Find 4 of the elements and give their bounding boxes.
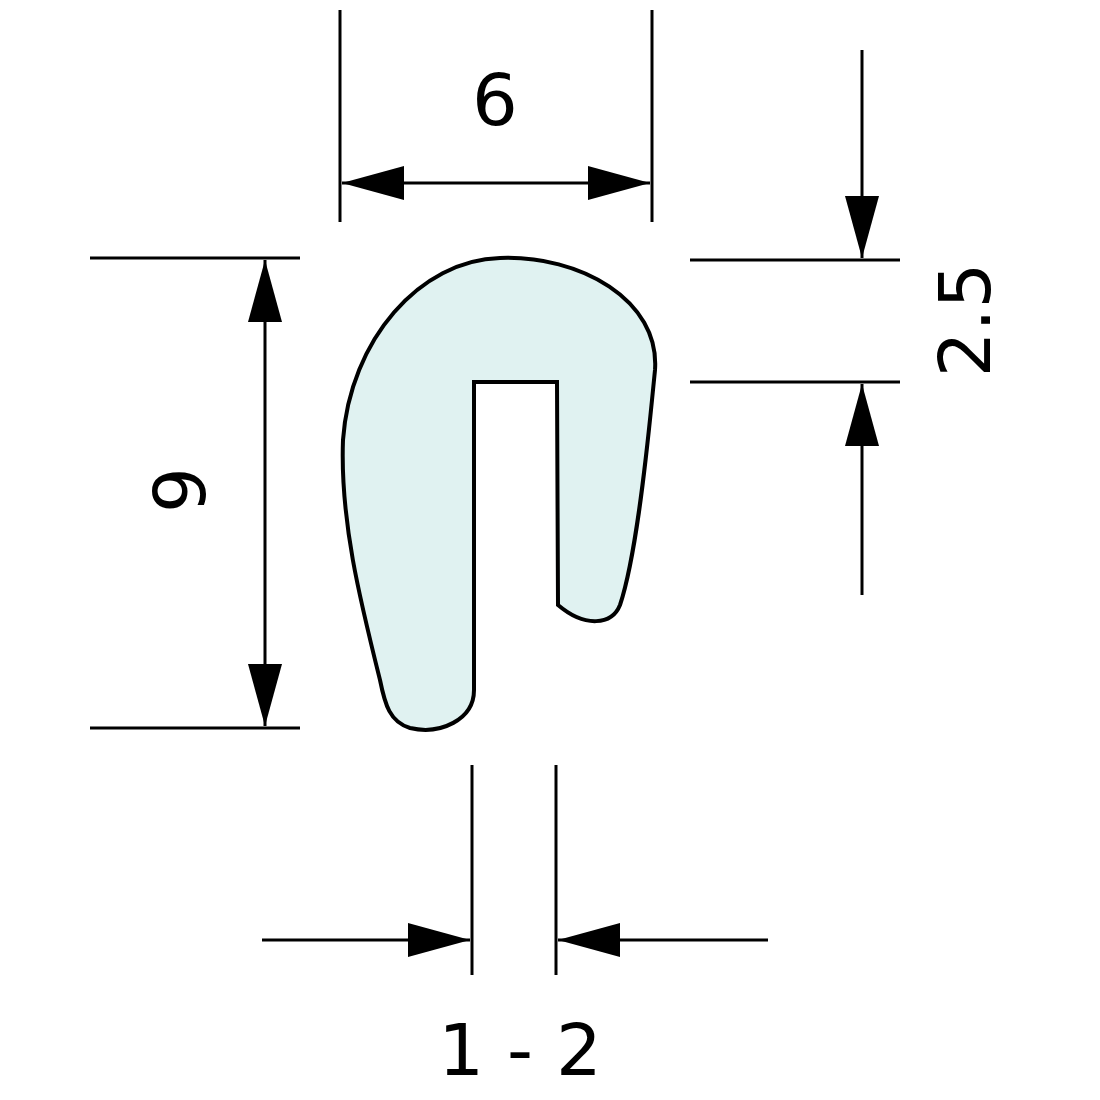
dimension-label: 9 [144, 467, 216, 513]
dimension-label: 1 - 2 [438, 1014, 602, 1086]
dimension-label: 2.5 [929, 262, 1001, 378]
dimension-label: 6 [472, 64, 518, 136]
